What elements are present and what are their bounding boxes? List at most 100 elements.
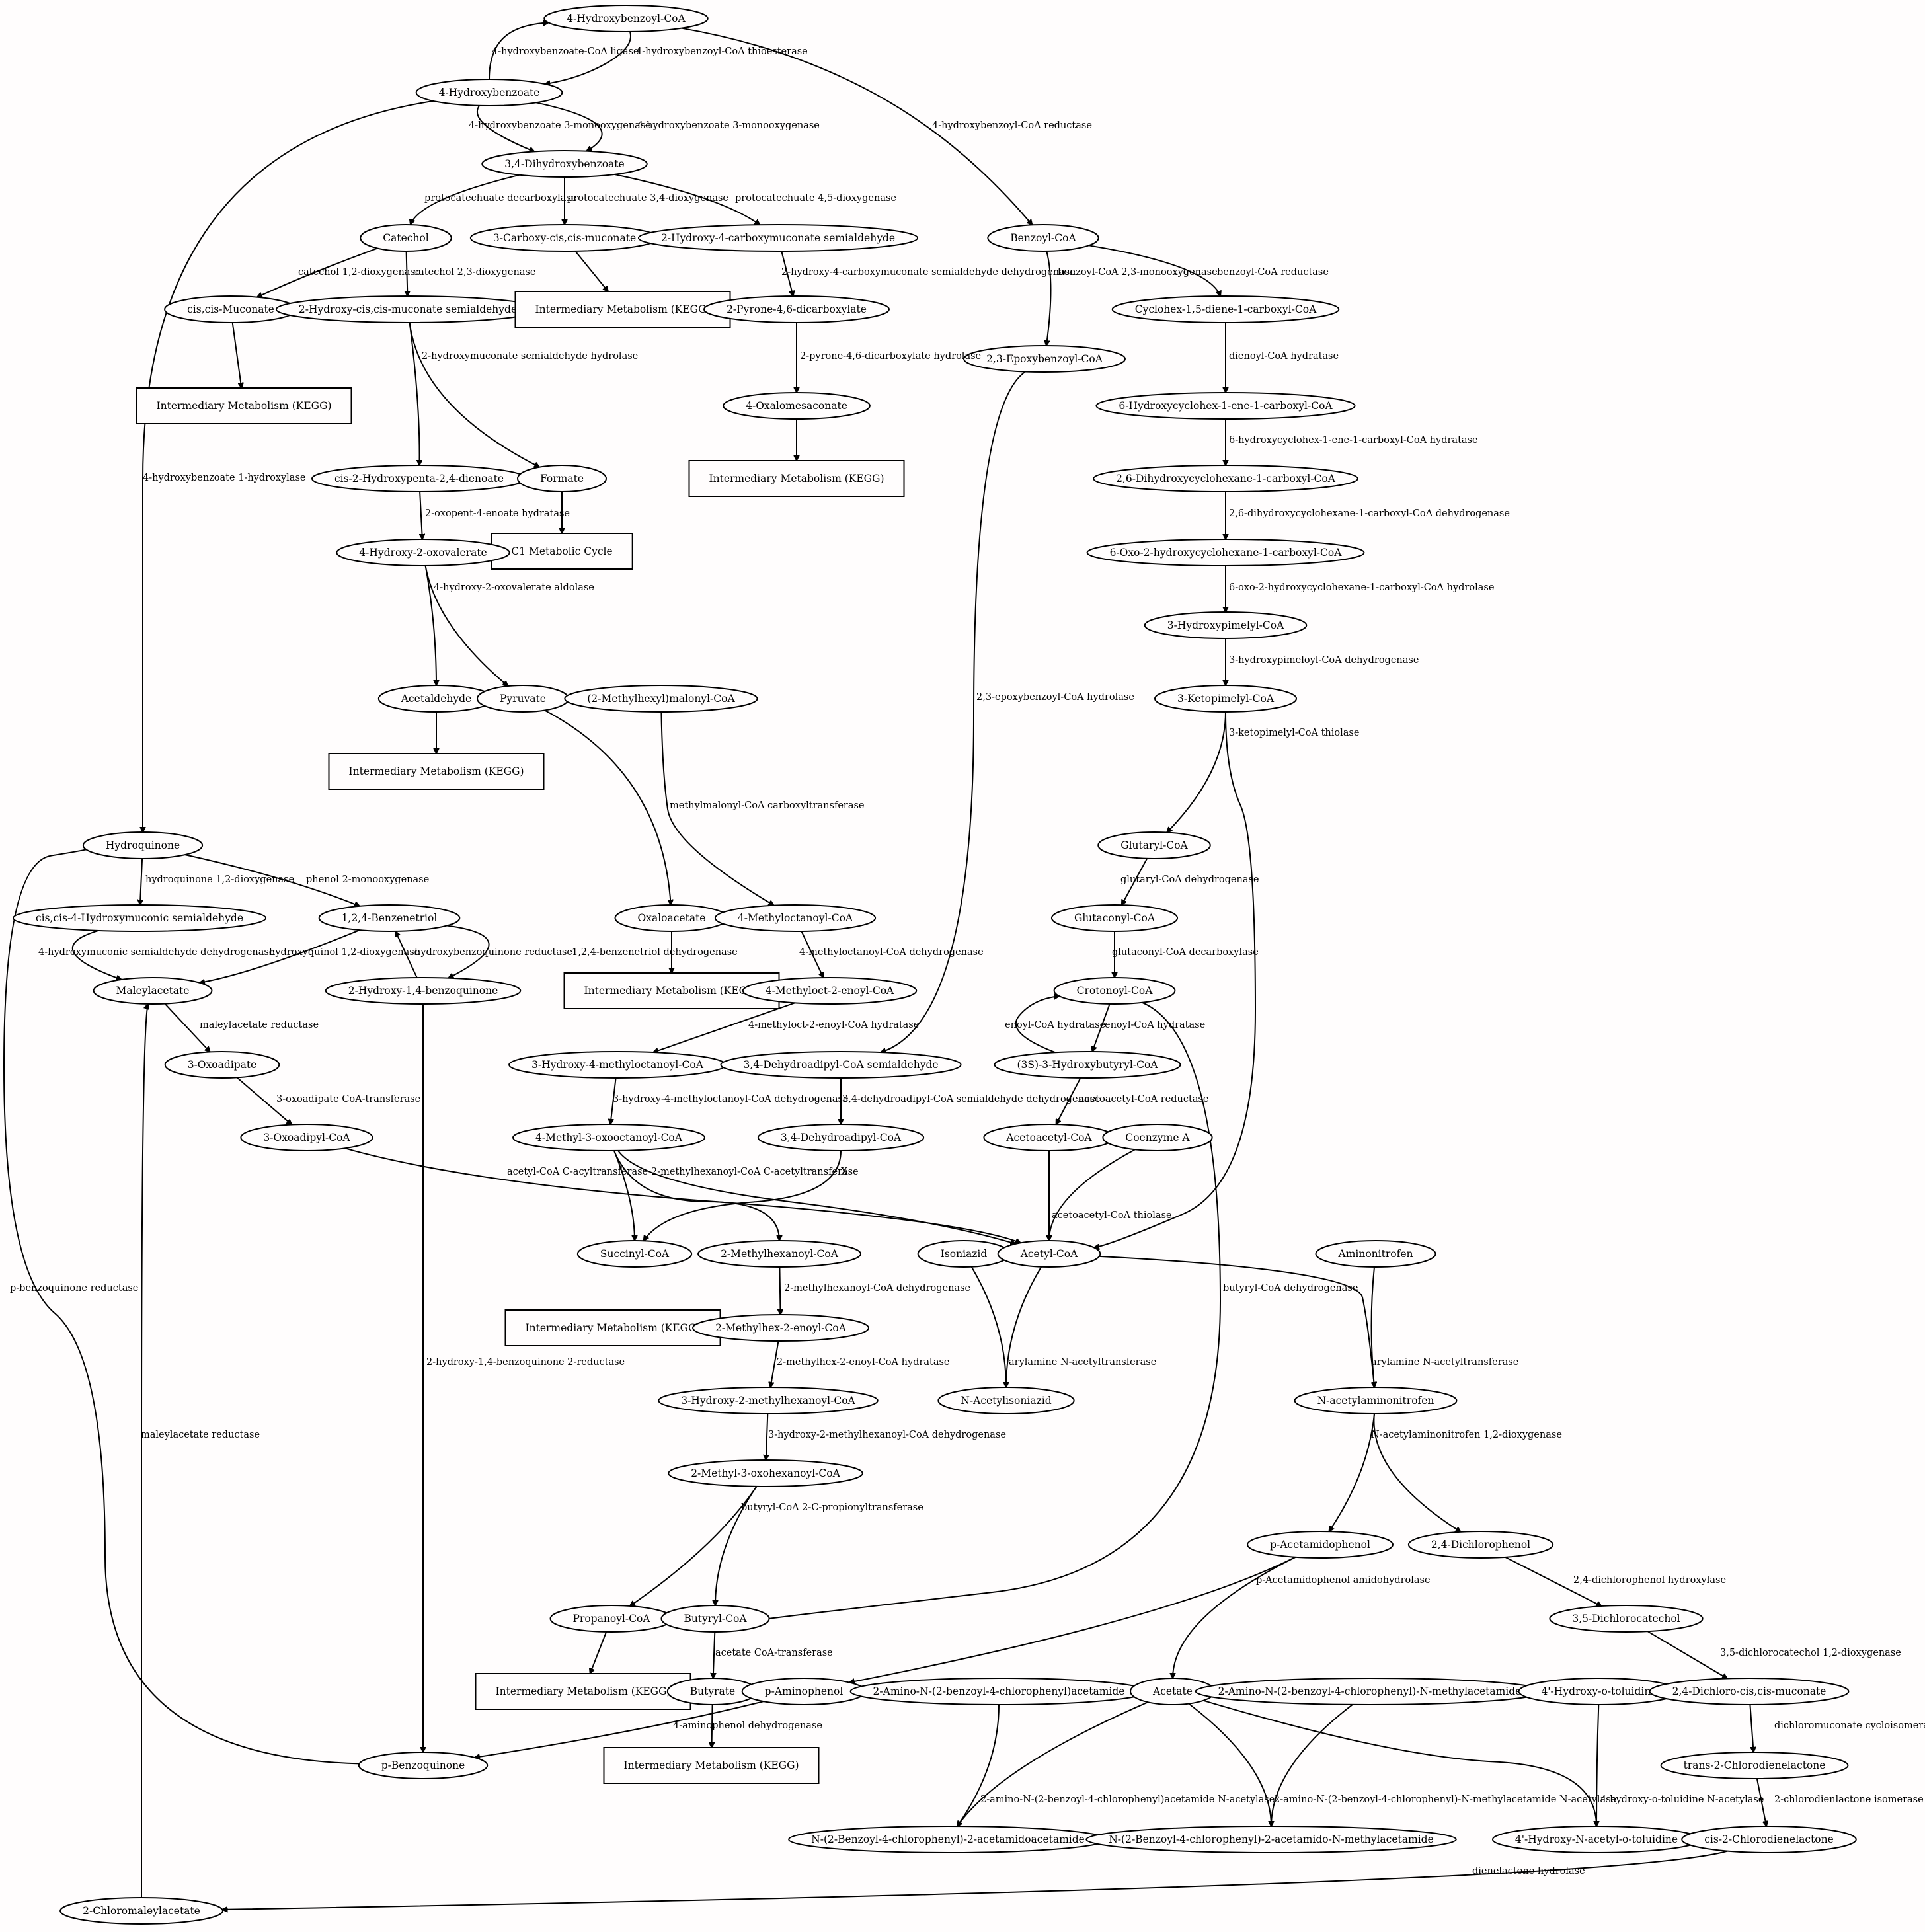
- node-hbq[interactable]: 2-Hydroxy-1,4-benzoquinone: [325, 977, 522, 1005]
- node-mohex[interactable]: 2-Methyl-3-oxohexanoyl-CoA: [668, 1459, 863, 1487]
- node-ellipse: [543, 5, 709, 32]
- node-bcaa[interactable]: N-(2-Benzoyl-4-chlorophenyl)-2-acetamido…: [788, 1826, 1108, 1853]
- node-ohchcoa[interactable]: 6-Oxo-2-hydroxycyclohexane-1-carboxyl-Co…: [1086, 539, 1365, 566]
- node-dcmuc[interactable]: 2,4-Dichloro-cis,cis-muconate: [1649, 1678, 1850, 1705]
- edge-acetate-to-haot: [1203, 1699, 1596, 1826]
- node-btriol[interactable]: 1,2,4-Benzenetriol: [318, 904, 461, 932]
- node-im-oxm[interactable]: Intermediary Metabolism (KEGG): [688, 460, 905, 497]
- node-dhchcoa[interactable]: 2,6-Dihydroxycyclohexane-1-carboxyl-CoA: [1093, 465, 1358, 492]
- edge-label-abcma-nat: 2-amino-N-(2-benzoyl-4-chlorophenyl)-N-m…: [1274, 1795, 1616, 1805]
- node-dcp[interactable]: 2,4-Dichlorophenol: [1407, 1531, 1554, 1559]
- node-glutacoa[interactable]: Glutaconyl-CoA: [1050, 904, 1179, 932]
- node-oxadcoa[interactable]: 3-Oxoadipyl-CoA: [240, 1124, 373, 1151]
- node-butcoa[interactable]: Butyryl-CoA: [660, 1605, 770, 1633]
- node-h2ov[interactable]: 4-Hydroxy-2-oxovalerate: [336, 539, 510, 566]
- edge-hbq-to-btriol: [395, 931, 418, 978]
- node-pdc[interactable]: 2-Pyrone-4,6-dicarboxylate: [703, 295, 890, 323]
- node-anf[interactable]: Aminonitrofen: [1315, 1240, 1436, 1268]
- node-cchms[interactable]: cis,cis-4-Hydroxymuconic semialdehyde: [12, 904, 267, 932]
- node-mooct[interactable]: 4-Methyl-3-oxooctanoyl-CoA: [512, 1124, 705, 1151]
- node-hbut[interactable]: (3S)-3-Hydroxybutyryl-CoA: [994, 1051, 1181, 1079]
- node-acinh[interactable]: N-Acetylisoniazid: [937, 1387, 1075, 1414]
- node-ccm[interactable]: 3-Carboxy-cis,cis-muconate: [469, 224, 660, 252]
- node-crot[interactable]: Crotonoyl-CoA: [1053, 977, 1176, 1005]
- edge-arrow: [613, 1150, 779, 1241]
- node-hq[interactable]: Hydroquinone: [82, 831, 204, 859]
- node-ellipse: [637, 224, 919, 252]
- node-ccmuc[interactable]: cis,cis-Muconate: [164, 295, 297, 323]
- node-dhb[interactable]: 3,4-Dihydroxybenzoate: [481, 150, 648, 178]
- edge-cchms-to-mala: [71, 929, 122, 980]
- node-pbq[interactable]: p-Benzoquinone: [358, 1752, 489, 1779]
- node-mhexe[interactable]: 2-Methylhex-2-enoyl-CoA: [692, 1314, 869, 1342]
- node-mala[interactable]: Maleylacetate: [93, 977, 213, 1005]
- node-glutcoa[interactable]: Glutaryl-CoA: [1097, 831, 1211, 859]
- node-moct[interactable]: 4-Methyloctanoyl-CoA: [714, 904, 877, 932]
- node-bcoa[interactable]: Benzoyl-CoA: [987, 224, 1099, 252]
- node-im-succ[interactable]: Intermediary Metabolism (KEGG): [504, 1309, 721, 1346]
- node-hmsa[interactable]: 2-Hydroxy-cis,cis-muconate semialdehyde: [275, 295, 541, 323]
- edge-arrow: [970, 1266, 1006, 1387]
- node-abca[interactable]: 2-Amino-N-(2-benzoyl-4-chlorophenyl)acet…: [849, 1678, 1148, 1705]
- node-catechol[interactable]: Catechol: [360, 224, 452, 252]
- node-label: Coenzyme A: [1125, 1132, 1190, 1143]
- node-moe[interactable]: 4-Methyloct-2-enoyl-CoA: [742, 977, 918, 1005]
- node-tcdl[interactable]: trans-2-Chlorodienelactone: [1660, 1752, 1849, 1779]
- node-mhex[interactable]: 2-Methylhexanoyl-CoA: [697, 1240, 861, 1268]
- node-hmo[interactable]: 3-Hydroxy-4-methyloctanoyl-CoA: [508, 1051, 727, 1079]
- edge-kpcoa-to-glutcoa: [1167, 711, 1226, 833]
- node-chdcoa[interactable]: Cyclohex-1,5-diene-1-carboxyl-CoA: [1111, 295, 1340, 323]
- node-ellipse: [512, 1124, 705, 1151]
- node-oxm[interactable]: 4-Oxalomesaconate: [723, 392, 871, 420]
- edge-label-dcm-cyclo: dichloromuconate cycloisomerase: [1774, 1720, 1925, 1731]
- node-label: Oxaloacetate: [638, 912, 706, 924]
- node-abcma[interactable]: 2-Amino-N-(2-benzoyl-4-chlorophenyl)-N-m…: [1195, 1678, 1545, 1705]
- node-hot[interactable]: 4'-Hydroxy-o-toluidine: [1518, 1678, 1680, 1705]
- node-label: Acetoacetyl-CoA: [1005, 1132, 1092, 1143]
- node-im-but[interactable]: Intermediary Metabolism (KEGG): [603, 1747, 820, 1784]
- node-im-ccm[interactable]: Intermediary Metabolism (KEGG): [514, 291, 731, 328]
- node-epox[interactable]: 2,3-Epoxybenzoyl-CoA: [963, 345, 1126, 373]
- node-label: 3,4-Dehydroadipyl-CoA semialdehyde: [743, 1059, 938, 1071]
- node-succ[interactable]: Succinyl-CoA: [576, 1240, 693, 1268]
- node-ellipse: [987, 224, 1099, 252]
- node-hb[interactable]: 4-Hydroxybenzoate: [415, 79, 563, 106]
- node-box: [136, 387, 352, 424]
- node-label: 6-Hydroxycyclohex-1-ene-1-carboxyl-CoA: [1119, 400, 1333, 412]
- node-dhacoa[interactable]: 3,4-Dehydroadipyl-CoA: [757, 1124, 925, 1151]
- node-inh[interactable]: Isoniazid: [917, 1240, 1011, 1268]
- edge-pap-to-acetate: [1173, 1556, 1296, 1678]
- node-cis2hp[interactable]: cis-2-Hydroxypenta-2,4-dienoate: [311, 465, 528, 492]
- node-hbcoa[interactable]: 4-Hydroxybenzoyl-CoA: [543, 5, 709, 32]
- node-im-prop[interactable]: Intermediary Metabolism (KEGG): [475, 1673, 691, 1710]
- node-kpcoa[interactable]: 3-Ketopimelyl-CoA: [1154, 685, 1298, 713]
- node-coa[interactable]: Coenzyme A: [1102, 1124, 1213, 1151]
- node-hcms[interactable]: 2-Hydroxy-4-carboxymuconate semialdehyde: [637, 224, 919, 252]
- node-label: Cyclohex-1,5-diene-1-carboxyl-CoA: [1135, 303, 1317, 315]
- node-hmhex[interactable]: 3-Hydroxy-2-methylhexanoyl-CoA: [658, 1387, 879, 1414]
- node-label: N-Acetylisoniazid: [961, 1395, 1051, 1407]
- node-dcc[interactable]: 3,5-Dichlorocatechol: [1549, 1605, 1704, 1633]
- node-accoa[interactable]: Acetyl-CoA: [997, 1240, 1101, 1268]
- node-acac[interactable]: Acetoacetyl-CoA: [983, 1124, 1115, 1151]
- node-hchcoa[interactable]: 6-Hydroxycyclohex-1-ene-1-carboxyl-CoA: [1095, 392, 1356, 420]
- node-hpcoa[interactable]: 3-Hydroxypimelyl-CoA: [1144, 611, 1308, 639]
- node-pamp[interactable]: p-Aminophenol: [741, 1678, 867, 1705]
- node-mhmcoa[interactable]: (2-Methylhexyl)malonyl-CoA: [564, 685, 758, 713]
- node-im-acald[interactable]: Intermediary Metabolism (KEGG): [328, 753, 545, 790]
- node-oaa[interactable]: Oxaloacetate: [614, 904, 729, 932]
- node-ellipse: [240, 1124, 373, 1151]
- node-cmala[interactable]: 2-Chloromaleylacetate: [59, 1897, 223, 1925]
- node-aanf[interactable]: N-acetylaminonitrofen: [1294, 1387, 1458, 1414]
- node-haot[interactable]: 4'-Hydroxy-N-acetyl-o-toluidine: [1491, 1826, 1702, 1853]
- node-pap[interactable]: p-Acetamidophenol: [1247, 1531, 1394, 1559]
- node-c1[interactable]: C1 Metabolic Cycle: [491, 533, 633, 570]
- node-pyruvate[interactable]: Pyruvate: [477, 685, 569, 713]
- node-propcoa[interactable]: Propanoyl-CoA: [549, 1605, 674, 1633]
- node-formate[interactable]: Formate: [517, 465, 607, 492]
- node-oxad[interactable]: 3-Oxoadipate: [164, 1051, 280, 1079]
- node-bcama[interactable]: N-(2-Benzoyl-4-chlorophenyl)-2-acetamido…: [1085, 1826, 1457, 1853]
- node-im-ccmuc[interactable]: Intermediary Metabolism (KEGG): [136, 387, 352, 424]
- node-ccdl[interactable]: cis-2-Chlorodienelactone: [1681, 1826, 1857, 1853]
- node-dhase[interactable]: 3,4-Dehydroadipyl-CoA semialdehyde: [720, 1051, 962, 1079]
